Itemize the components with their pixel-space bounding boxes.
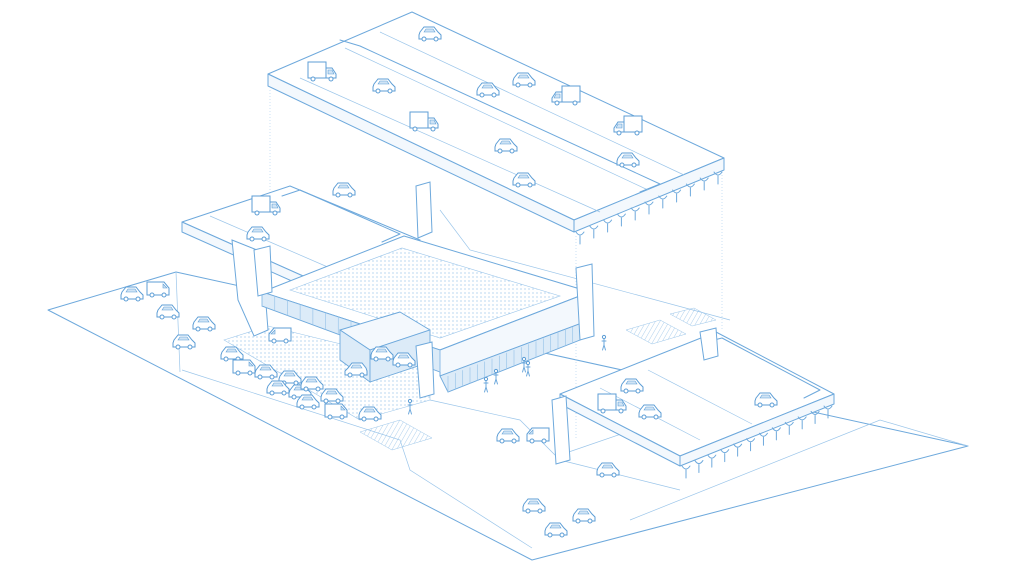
lower-elevated-highway — [551, 327, 835, 479]
highway-pier — [733, 443, 743, 457]
pedestrian — [601, 334, 607, 351]
car — [476, 82, 500, 98]
upper-elevated-highway — [267, 11, 725, 440]
truck — [251, 195, 281, 216]
van — [232, 359, 256, 376]
car — [296, 394, 320, 410]
car — [596, 462, 620, 478]
highway-pier — [685, 183, 695, 197]
van — [526, 427, 550, 444]
highway-pier — [797, 416, 807, 430]
car — [512, 72, 536, 88]
truck — [551, 85, 581, 106]
car — [358, 406, 382, 422]
highway-pier — [720, 449, 730, 463]
pedestrians-layer — [407, 334, 607, 415]
truck — [409, 111, 439, 132]
highway-pier — [672, 189, 682, 203]
car — [512, 172, 536, 188]
car — [616, 152, 640, 168]
car — [572, 508, 596, 524]
car — [300, 376, 324, 392]
pedestrian — [483, 376, 489, 393]
highway-pier — [713, 171, 723, 185]
car — [522, 498, 546, 514]
pedestrian — [493, 368, 499, 385]
highway-pier — [644, 201, 654, 215]
highway-pier — [603, 219, 613, 233]
car — [266, 380, 290, 396]
car — [246, 226, 270, 242]
car — [494, 138, 518, 154]
car — [620, 378, 644, 394]
car — [192, 316, 216, 332]
highway-pier — [681, 465, 691, 479]
car — [254, 364, 278, 380]
highway-pier — [746, 438, 756, 452]
truck — [613, 115, 643, 136]
highway-pier — [771, 427, 781, 441]
truck — [307, 61, 337, 82]
highway-pier — [758, 432, 768, 446]
car — [156, 304, 180, 320]
car — [220, 346, 244, 362]
car — [320, 388, 344, 404]
crosswalks — [359, 307, 717, 451]
pedestrian — [407, 398, 413, 415]
highway-pier — [784, 421, 794, 435]
pedestrian — [525, 360, 531, 377]
highway-pier — [699, 177, 709, 191]
pedestrian — [521, 356, 527, 373]
car — [370, 346, 394, 362]
car — [172, 334, 196, 350]
car — [332, 182, 356, 198]
car — [754, 392, 778, 408]
ground-site-plate — [47, 209, 969, 561]
car — [372, 78, 396, 94]
car — [120, 286, 144, 302]
van — [324, 403, 348, 420]
highway-pier — [589, 225, 599, 239]
car — [638, 404, 662, 420]
truck — [597, 393, 627, 414]
highway-pier — [810, 410, 820, 424]
highway-pier — [823, 405, 833, 419]
vehicles-layer — [120, 26, 778, 538]
van — [268, 327, 292, 344]
car — [544, 522, 568, 538]
van — [146, 281, 170, 298]
highway-pier — [707, 454, 717, 468]
car — [496, 428, 520, 444]
car — [418, 26, 442, 42]
highway-pier — [616, 213, 626, 227]
highway-pier — [658, 195, 668, 209]
highway-pier — [575, 231, 585, 245]
car — [344, 362, 368, 378]
highway-pier — [630, 207, 640, 221]
highway-pier — [694, 460, 704, 474]
car — [392, 352, 416, 368]
